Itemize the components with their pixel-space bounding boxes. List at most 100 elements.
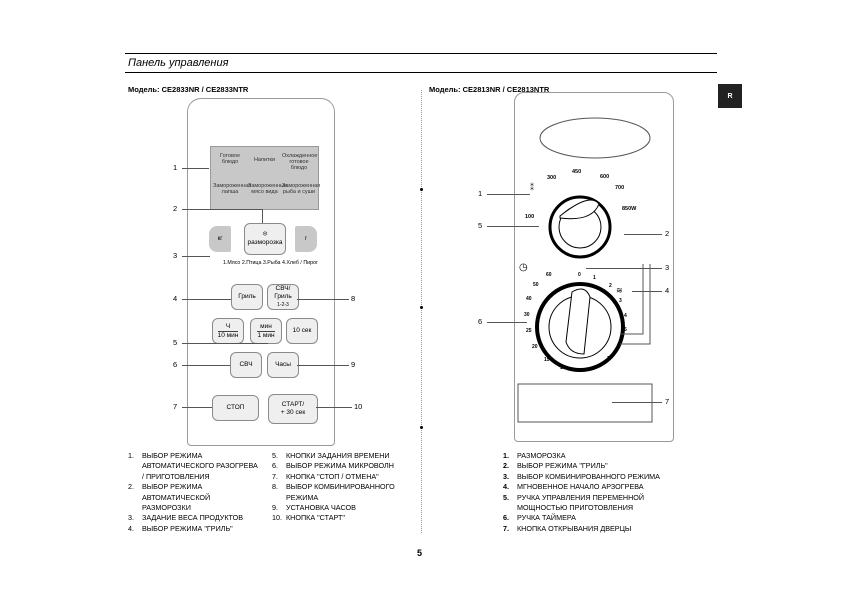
timer-label: 1 — [593, 275, 596, 281]
callout-2: 2 — [173, 204, 178, 213]
left-legend-col1: 1.ВЫБОР РЕЖИМА АВТОМАТИЧЕСКОГО РАЗОГРЕВА… — [128, 451, 258, 534]
timer-label: 20 — [532, 344, 538, 350]
leader-line — [316, 407, 352, 408]
list-item: 5.РУЧКА УПРАВЛЕНИЯ ПЕРЕМЕННОЙ — [503, 492, 645, 502]
timer-label: 50 — [533, 282, 539, 288]
timer-label: 60 — [546, 272, 552, 278]
page-number: 5 — [417, 548, 423, 558]
defrost-icon: ⁑ — [530, 183, 534, 192]
leader-line — [487, 226, 539, 227]
leader-line — [487, 194, 530, 195]
timer-label: 5 — [624, 327, 627, 333]
defrost-button[interactable]: ❄ разморозка — [244, 223, 286, 255]
list-item: 6.РУЧКА ТАЙМЕРА — [503, 513, 576, 523]
callout-3: 3 — [665, 263, 670, 272]
power-label: 450 — [572, 169, 582, 175]
auto-cook-display: Готовое блюдо Напитки Охлажденное готово… — [210, 146, 321, 210]
list-item: 8.ВЫБОР КОМБИНИРОВАННОГО — [272, 482, 395, 492]
mechanical-panel-art — [517, 117, 653, 423]
callout-1: 1 — [173, 163, 178, 172]
mw-grill-sub: 1-2-3 — [277, 302, 289, 308]
callout-3: 3 — [173, 251, 178, 260]
mw-grill-button[interactable]: СВЧ/Гриль 1-2-3 — [267, 284, 299, 310]
callout-8: 8 — [351, 294, 356, 303]
start-button[interactable]: СТАРТ/ + 30 сек — [268, 394, 318, 424]
list-item: 7.КНОПКА "СТОП / ОТМЕНА" — [272, 471, 379, 481]
column-divider — [421, 90, 422, 533]
language-tab: R — [718, 84, 742, 108]
leader-line — [624, 234, 662, 235]
display-cell[interactable]: Замороженная рыба и суши — [282, 183, 321, 195]
left-legend-col2: 5.КНОПКИ ЗАДАНИЯ ВРЕМЕНИ 6.ВЫБОР РЕЖИМА … — [272, 451, 395, 524]
list-item: 3.ВЫБОР КОМБИНИРОВАННОГО РЕЖИМА — [503, 471, 660, 481]
door-release-button[interactable] — [517, 383, 653, 423]
display-cell[interactable]: Замороженная лапша — [213, 183, 252, 195]
display-cell[interactable]: Готовое блюдо — [219, 153, 241, 165]
right-model-label: Модель: CE2813NR / CE2813NTR — [429, 85, 550, 94]
timer-knob[interactable] — [565, 288, 591, 355]
leader-line — [182, 256, 210, 257]
list-item: РЕЖИМА — [286, 492, 319, 502]
callout-7: 7 — [665, 397, 670, 406]
callout-1: 1 — [478, 189, 483, 198]
callout-6: 6 — [478, 317, 483, 326]
timer-label: 6 — [617, 343, 620, 349]
list-item: 5.КНОПКИ ЗАДАНИЯ ВРЕМЕНИ — [272, 451, 390, 460]
timer-label: 30 — [524, 312, 530, 318]
min-label: мин — [260, 322, 272, 330]
leader-line — [262, 209, 263, 223]
defrost-icon: ❄ — [262, 231, 268, 238]
top-window — [539, 117, 651, 159]
display-cell[interactable]: Напитки — [253, 157, 276, 163]
power-label: 100 — [525, 214, 535, 220]
hour-button[interactable]: Ч 10 мин — [212, 318, 244, 344]
minute-button[interactable]: мин 1 мин — [250, 318, 282, 344]
stop-button[interactable]: СТОП — [212, 395, 259, 421]
grill-button[interactable]: Гриль — [231, 284, 263, 310]
leader-line — [182, 407, 212, 408]
callout-5: 5 — [478, 221, 483, 230]
leader-line — [182, 343, 268, 344]
ten-sec-button[interactable]: 10 сек — [286, 318, 318, 344]
timer-label: 15 — [544, 357, 550, 363]
start-label: СТАРТ/ — [281, 401, 305, 408]
clock-icon: ◷ — [519, 262, 528, 273]
leader-line — [586, 268, 662, 269]
section-title: Панель управления — [128, 57, 229, 69]
display-cell[interactable]: Замороженные мясо вида — [248, 183, 288, 195]
list-item: 4.МГНОВЕННОЕ НАЧАЛО АРЗОГРЕВА — [503, 482, 644, 492]
list-item: МОЩНОСТЬЮ ПРИГОТОВЛЕНИЯ — [517, 503, 634, 513]
list-item: 4.ВЫБОР РЕЖИМА "ГРИЛЬ" — [128, 523, 233, 533]
list-item: 2.ВЫБОР РЕЖИМА "ГРИЛЬ" — [503, 461, 608, 471]
leader-line — [182, 299, 231, 300]
leader-line — [182, 209, 262, 210]
leader-line — [297, 299, 349, 300]
g-button[interactable]: г — [295, 226, 317, 252]
divider-dot — [420, 188, 423, 191]
timer-label: 4 — [624, 313, 627, 319]
callout-7: 7 — [173, 402, 178, 411]
callout-6: 6 — [173, 360, 178, 369]
header-rule-top — [125, 53, 717, 54]
timer-label: 8 — [592, 366, 595, 372]
microwave-button[interactable]: СВЧ — [230, 352, 262, 378]
kg-button[interactable]: кг — [209, 226, 231, 252]
list-item: 10.КНОПКА "СТАРТ" — [272, 513, 345, 523]
weight-food-list: 1.Мясо 2.Птица 3.Рыба 4.Хлеб / Пирог — [223, 260, 318, 266]
timer-label: 25 — [526, 328, 532, 334]
list-item: 1.РАЗМОРОЗКА — [503, 451, 566, 460]
list-item: / ПРИГОТОВЛЕНИЯ — [142, 471, 210, 481]
divider-dot — [420, 306, 423, 309]
mw-grill-label: СВЧ/Гриль — [274, 285, 292, 300]
list-item: АВТОМАТИЧЕСКОЙ — [142, 492, 211, 502]
timer-label: 10 — [560, 365, 566, 371]
power-label: 600 — [600, 174, 610, 180]
list-item: РАЗМОРОЗКИ — [142, 503, 191, 513]
power-knob[interactable] — [559, 199, 600, 220]
clock-button[interactable]: Часы — [267, 352, 299, 378]
display-cell[interactable]: Охлажденное готовое блюдо — [282, 153, 318, 171]
leader-line — [612, 402, 662, 403]
list-item: 6.ВЫБОР РЕЖИМА МИКРОВОЛН — [272, 461, 394, 471]
leader-line — [182, 365, 230, 366]
power-label: 300 — [547, 175, 557, 181]
